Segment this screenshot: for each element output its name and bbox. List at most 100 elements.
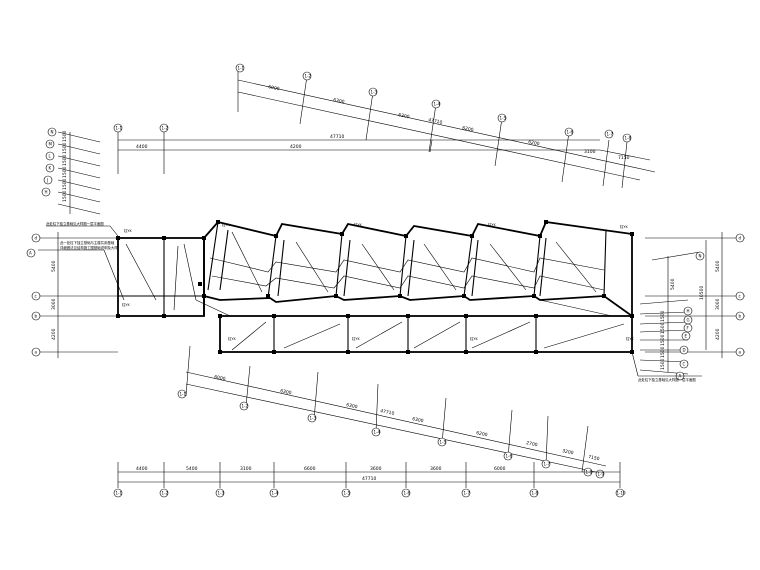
right-skew-bubble-D: D <box>683 348 686 353</box>
bottom-bubble-2: 1-2 <box>162 491 169 496</box>
right-skew-axes: 5400 1500 1500 1500 1500 1500 N H G F E … <box>639 251 705 381</box>
right-bubble-b: b <box>739 314 742 319</box>
left-dimension: 5400 3000 4200 d A c b a <box>26 232 118 358</box>
top-skew-bubble-1: 1-1 <box>238 66 245 71</box>
right-skew-bubble-G: G <box>687 318 690 323</box>
left-skew-axes: 1500 1500 1500 1500 1500 1500 N M L K J … <box>41 127 101 215</box>
left-skew-dim-6: 1500 <box>62 190 68 202</box>
right-bubble-c: c <box>739 294 741 299</box>
top-skew-dim-1: 6000 <box>268 84 281 92</box>
col-tag-6: 柱YK <box>620 224 628 229</box>
top-skew-bubble-7: 1-7 <box>607 132 614 137</box>
top-skew-dim-3: 6300 <box>398 112 411 120</box>
bottom-bubble-6: 1-6 <box>404 491 411 496</box>
top-dim-1: 4400 <box>136 144 148 150</box>
bottom-bubble-4: 1-4 <box>272 491 279 496</box>
right-skew-dim-1: 5400 <box>670 278 676 290</box>
top-skew-bubble-8: 1-8 <box>625 136 632 141</box>
col-tag-9: 柱YK <box>470 336 478 341</box>
note-left-1: 此处柱下独立基础见大样图一层平面图 <box>46 221 104 226</box>
bottom-bubble-3: 1-3 <box>218 491 225 496</box>
bottom-bubble-1: 1-1 <box>116 491 123 496</box>
bottom-skew-dim-1: 6000 <box>214 374 227 382</box>
left-skew-dim-2: 1500 <box>62 142 68 154</box>
bottom-skew-bubble-6: 1-6 <box>506 454 513 459</box>
left-skew-dim-3: 1500 <box>62 154 68 166</box>
bottom-skew-dim-7: 3200 <box>562 448 575 456</box>
right-skew-bubble-N: N <box>699 254 702 259</box>
bottom-dimension: 4400 5400 3100 6600 3600 3600 6000 47710… <box>113 462 626 498</box>
col-tag-4: 柱YK <box>354 222 362 227</box>
bottom-skew-bubble-3: 1-3 <box>310 416 317 421</box>
top-skew-bubble-3: 1-3 <box>371 90 378 95</box>
bottom-skew-bubble-5: 1-5 <box>440 440 447 445</box>
col-tag-8: 柱YK <box>352 336 360 341</box>
left-bubble-b: b <box>35 314 38 319</box>
right-dim-1: 5400 <box>715 260 721 272</box>
top-skew-total: 47710 <box>428 117 443 126</box>
bottom-skew-total: 47710 <box>380 408 395 417</box>
top-skew-bubble-5: 1-5 <box>500 116 507 121</box>
left-skew-bubble-M: M <box>49 142 53 147</box>
bottom-skew-bubble-2: 1-2 <box>242 404 249 409</box>
left-skew-bubble-J: J <box>46 178 48 183</box>
bottom-dim-total: 47710 <box>362 476 376 482</box>
col-tag-7: 柱YK <box>228 336 236 341</box>
right-skew-bubble-F: F <box>687 326 690 331</box>
top-skew-bubble-4: 1-4 <box>434 102 441 107</box>
right-dim-total: 10500 <box>699 286 705 300</box>
notes: 此处柱下独立基础见大样图一层平面图 此一处柱下独立基础与主楼共用基础 详细做法见… <box>38 221 702 382</box>
bottom-dim-1: 4400 <box>136 466 148 472</box>
right-skew-dim-2: 1500 <box>660 310 666 322</box>
top-dim-2: 4200 <box>290 144 302 150</box>
right-skew-dim-6: 1500 <box>660 358 666 370</box>
top-skew-bubble-6: 1-6 <box>567 130 574 135</box>
left-bubble-A: A <box>29 251 32 256</box>
top-dimension: 4400 4200 47710 3100 7150 1-1 1-2 <box>113 123 651 174</box>
right-dim-3: 4200 <box>715 328 721 340</box>
bottom-skew-dim-2: 6300 <box>280 388 293 396</box>
right-bubble-d: d <box>739 236 742 241</box>
left-dim-2: 3000 <box>51 298 57 310</box>
top-skew-dimension: 6000 6300 6300 47710 6200 6200 1-1 1-2 1… <box>235 63 656 189</box>
right-skew-dim-5: 1500 <box>660 346 666 358</box>
top-skew-bubble-2: 1-2 <box>305 74 312 79</box>
bottom-skew-dim-8: 7150 <box>588 454 601 462</box>
top-skew-dim-2: 6300 <box>333 97 346 105</box>
top-skew-bubbles: 1-1 1-2 1-3 1-4 1-5 1-6 1-7 1-8 <box>235 63 632 143</box>
left-skew-bubble-L: L <box>49 154 52 159</box>
note-left-2: 此一处柱下独立基础与主楼共用基础 <box>60 240 115 245</box>
right-skew-bubble-E: E <box>685 334 688 339</box>
bottom-dim-5: 3600 <box>370 466 382 472</box>
bottom-dim-4: 6600 <box>304 466 316 472</box>
bottom-bubble-5: 1-5 <box>344 491 351 496</box>
left-bubble-d: d <box>35 236 38 241</box>
bottom-dim-7: 6000 <box>494 466 506 472</box>
bottom-skew-dimension: 6000 6300 6300 47710 6300 6200 2700 3200… <box>177 345 607 479</box>
top-skew-dim-4: 6200 <box>462 125 475 133</box>
left-skew-bubble-H: H <box>45 190 48 195</box>
right-dimension: 5400 3000 4200 10500 d c b a <box>645 232 745 358</box>
left-dim-1: 5400 <box>51 260 57 272</box>
bottom-bubble-7: 1-7 <box>464 491 471 496</box>
right-skew-dim-3: 1500 <box>660 322 666 334</box>
col-tag-3: 柱YK <box>222 222 230 227</box>
left-skew-bubble-K: K <box>49 166 52 171</box>
col-tag-2: 柱YK <box>122 302 130 307</box>
col-tag-1: 柱YK <box>124 228 132 233</box>
left-skew-dim-5: 1500 <box>62 178 68 190</box>
note-right: 此处柱下独立基础见大样图一层平面图 <box>638 377 696 382</box>
bottom-skew-dim-4: 6300 <box>412 416 425 424</box>
right-bubble-a: a <box>739 350 742 355</box>
col-tag-5: 柱YK <box>488 222 496 227</box>
top-bubble-1: 1-1 <box>116 126 123 131</box>
bottom-dim-2: 5400 <box>186 466 198 472</box>
top-bubble-2: 1-2 <box>162 126 169 131</box>
bottom-skew-bubble-7: 1-7 <box>544 462 551 467</box>
note-left-3: 详细做法见结构施工图基础说明及大样 <box>60 245 118 250</box>
top-skew-dim-5: 6200 <box>528 139 541 147</box>
left-bubble-a: a <box>35 350 38 355</box>
bottom-skew-bubble-4: 1-4 <box>374 430 381 435</box>
top-dim-right-2: 7150 <box>618 155 630 161</box>
left-skew-dim-4: 1500 <box>62 166 68 178</box>
